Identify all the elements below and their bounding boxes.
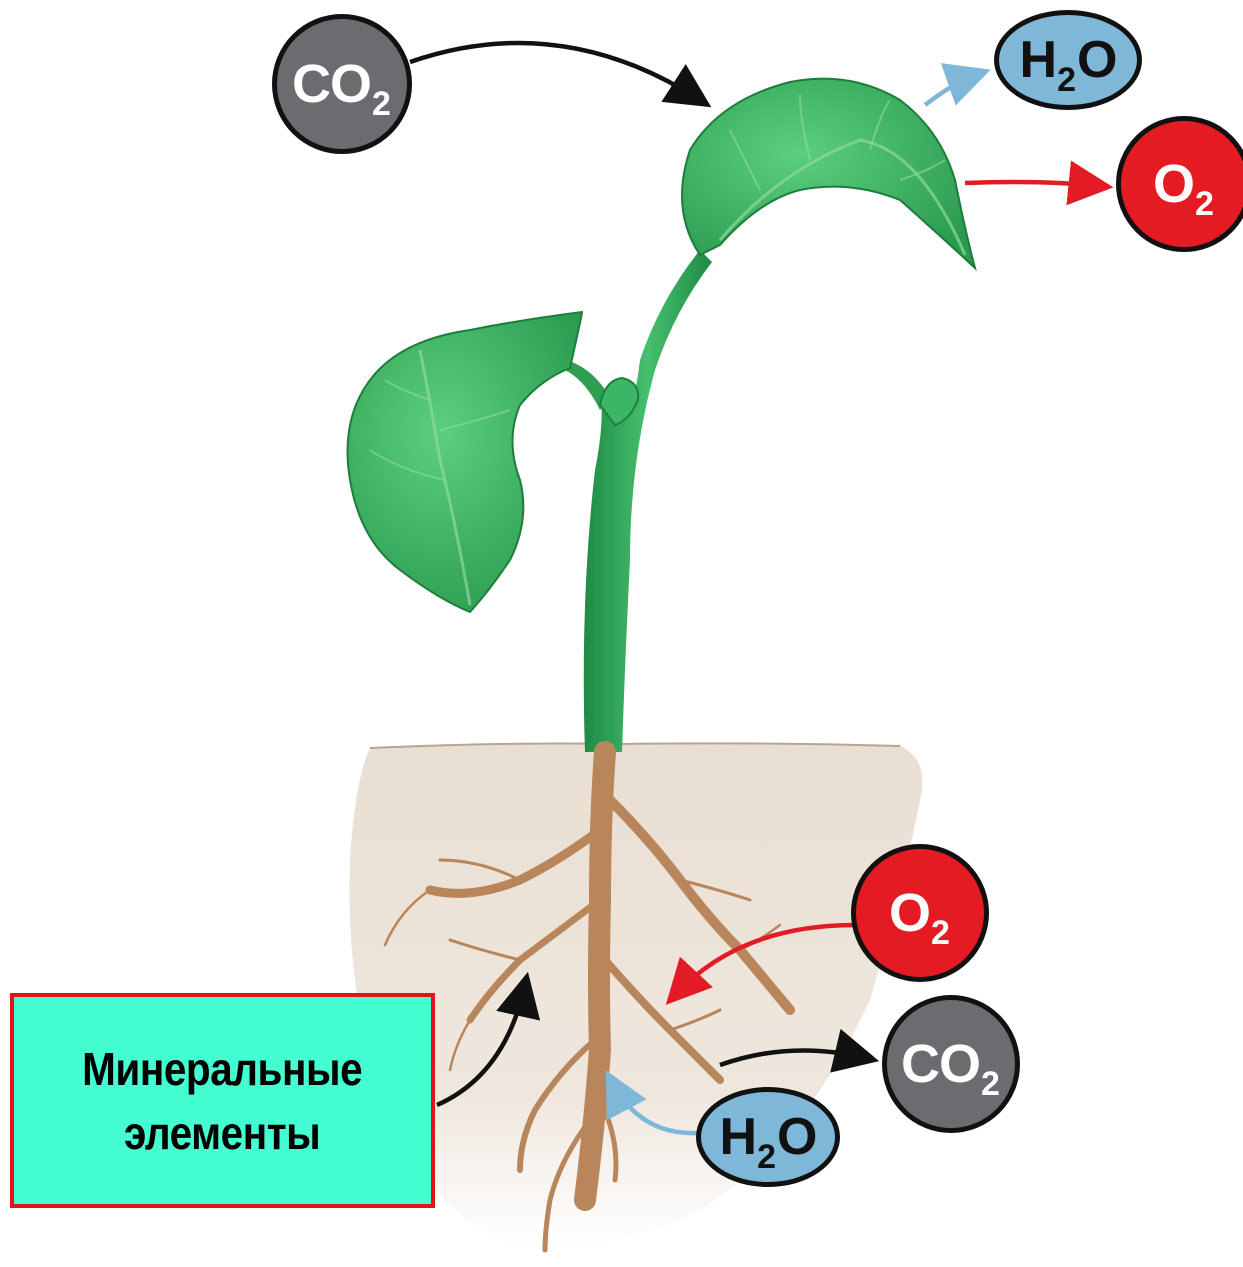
leaf-to-o2-arrow bbox=[965, 182, 1100, 186]
h2o-root-subscript: 2 bbox=[757, 1140, 776, 1174]
co2-root-subscript: 2 bbox=[981, 1067, 1000, 1101]
top-leaf bbox=[682, 79, 975, 268]
h2o-root-symbol: H bbox=[720, 1111, 757, 1163]
o2-top-symbol: O bbox=[1153, 157, 1194, 211]
co2-top-subscript: 2 bbox=[372, 87, 391, 121]
o2-root-subscript: 2 bbox=[931, 916, 950, 950]
minerals-label: Минеральные элементы bbox=[82, 1037, 362, 1165]
h2o-top-symbol: H bbox=[1020, 34, 1057, 86]
co2-to-leaf-arrow bbox=[410, 43, 700, 100]
minerals-label-box: Минеральные элементы bbox=[10, 993, 435, 1208]
h2o-top-subscript: 2 bbox=[1057, 63, 1076, 97]
co2-top-symbol: CO bbox=[292, 57, 371, 111]
stem bbox=[584, 250, 712, 752]
h2o-root-tail: O bbox=[777, 1111, 816, 1163]
h2o-top-tail: O bbox=[1077, 34, 1116, 86]
leaf-to-h2o-arrow bbox=[925, 74, 978, 105]
o2-top-subscript: 2 bbox=[1195, 187, 1214, 221]
left-leaf bbox=[348, 312, 583, 612]
o2-root-symbol: O bbox=[889, 886, 930, 940]
co2-root-symbol: CO bbox=[901, 1037, 980, 1091]
